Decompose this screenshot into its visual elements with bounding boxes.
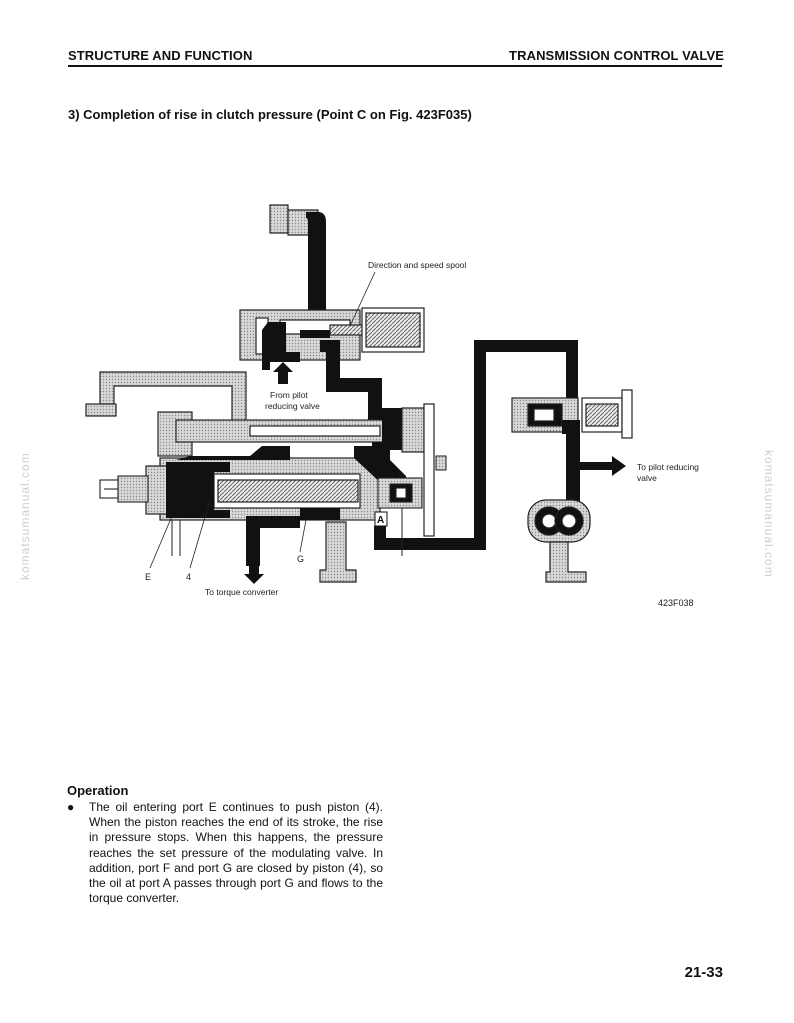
oil-line-diag xyxy=(354,446,406,486)
watermark-left: komatsumanual.com xyxy=(18,452,32,580)
operation-bullet: ● xyxy=(67,800,75,814)
figure-id: 423F038 xyxy=(658,598,694,608)
g-drain xyxy=(319,521,357,583)
chamber-oil xyxy=(176,446,290,460)
spool-label: Direction and speed spool xyxy=(368,260,466,270)
piston-4-label: 4 xyxy=(186,572,191,582)
right-stub xyxy=(435,455,447,471)
to-pilot-arrow xyxy=(580,456,626,476)
oil-line-right-block xyxy=(372,408,406,464)
watermark-right: komatsumanual.com xyxy=(762,450,776,578)
piston-chamber xyxy=(166,462,230,518)
header-left: STRUCTURE AND FUNCTION xyxy=(68,48,253,63)
leader-lines xyxy=(149,499,307,569)
oil-line-top xyxy=(306,212,326,322)
section-title: 3) Completion of rise in clutch pressure… xyxy=(68,107,472,122)
torque-arrow xyxy=(244,566,264,584)
oil-line-mid xyxy=(326,340,382,420)
from-pilot-label-1: From pilot xyxy=(270,390,308,400)
from-pilot-label-2: reducing valve xyxy=(265,401,320,411)
main-valve-body xyxy=(145,411,427,521)
g-oil xyxy=(300,508,340,520)
oil-line-long xyxy=(374,340,578,550)
header-right: TRANSMISSION CONTROL VALVE xyxy=(509,48,724,63)
small-check-valve xyxy=(377,477,423,509)
spool-leader xyxy=(349,271,376,327)
to-pilot-label-2: valve xyxy=(637,473,657,483)
torque-oil-line xyxy=(246,516,300,566)
right-plate xyxy=(423,403,435,537)
port-a-label: A xyxy=(377,515,384,526)
frame-lines xyxy=(171,508,403,556)
operation-text: The oil entering port E continues to pus… xyxy=(89,800,383,906)
port-e-label: E xyxy=(145,572,151,582)
from-pilot-arrow xyxy=(273,362,293,384)
torque-label: To torque converter xyxy=(205,587,278,597)
left-upper-pipe xyxy=(85,371,247,425)
port-g-label: G xyxy=(297,554,304,564)
right-block xyxy=(401,407,425,453)
operation-title: Operation xyxy=(67,783,129,798)
gear-pump xyxy=(527,499,591,583)
to-pilot-label-1: To pilot reducing xyxy=(637,462,699,472)
spool-oil-zone xyxy=(262,322,300,370)
header-rule xyxy=(68,65,722,67)
page-number: 21-33 xyxy=(684,964,723,981)
pilot-oil-line xyxy=(562,420,580,506)
left-shaft xyxy=(99,475,149,503)
